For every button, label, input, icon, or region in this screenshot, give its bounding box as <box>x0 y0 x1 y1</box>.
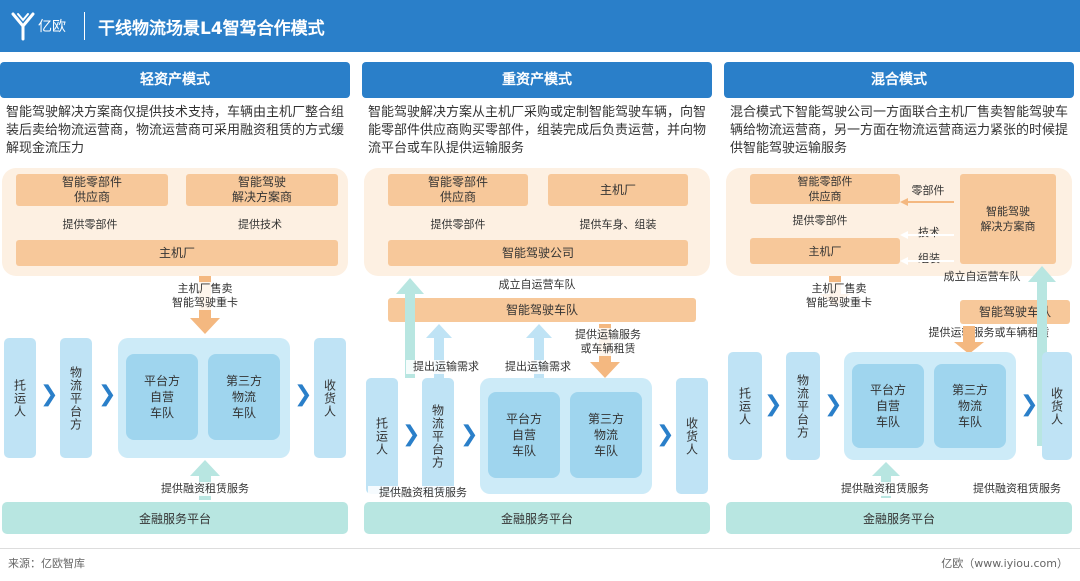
footer-divider <box>0 548 1080 549</box>
node-third-party-fleet: 第三方 物流 车队 <box>570 392 642 478</box>
header-bar: 亿欧 干线物流场景L4智驾合作模式 <box>0 0 1080 52</box>
arrow-finance-up <box>190 460 220 500</box>
label-finance-service-1: 提供融资租赁服务 <box>820 482 950 496</box>
label-self-fleet: 成立自运营车队 <box>498 278 576 291</box>
chevron-right-icon: ❯ <box>656 422 675 447</box>
chevron-right-icon: ❯ <box>764 392 783 417</box>
label-oem-sell: 主机厂售卖 智能驾驶重卡 <box>784 282 894 310</box>
label-demand-1: 提出运输需求 <box>406 360 486 374</box>
box-parts-supplier: 智能零部件 供应商 <box>750 174 900 204</box>
panel-mixed: 混合模式 混合模式下智能驾驶公司一方面联合主机厂售卖智能驾驶车辆给物流运营商，另… <box>724 62 1074 538</box>
panel-light-asset: 轻资产模式 智能驾驶解决方案商仅提供技术支持，车辆由主机厂整合组装后卖给物流运营… <box>0 62 350 538</box>
box-adas-provider: 智能驾驶 解决方案商 <box>960 174 1056 264</box>
label-transport-service: 提供运输服务 或车辆租赁 <box>558 328 658 356</box>
panel-heavy-asset: 重资产模式 智能驾驶解决方案从主机厂采购或定制智能驾驶车辆，向智能零部件供应商购… <box>362 62 712 538</box>
chevron-right-icon: ❯ <box>824 392 843 417</box>
label-finance-service-2: 提供融资租赁服务 <box>960 482 1074 496</box>
panel-description: 智能驾驶解决方案从主机厂采购或定制智能驾驶车辆，向智能零部件供应商购买零部件，组… <box>368 105 707 156</box>
node-receiver: 收货人 <box>314 338 346 458</box>
chevron-right-icon: ❯ <box>40 382 59 407</box>
label-transport-service: 提供运输服务或车辆租赁 <box>928 326 1050 339</box>
label-finance-service: 提供融资租赁服务 <box>368 486 478 500</box>
label-parts-top: 零部件 <box>911 184 945 197</box>
box-adas-fleet: 智能驾驶车队 <box>388 298 696 322</box>
chevron-right-icon: ❯ <box>1020 392 1039 417</box>
label-self-fleet: 成立自运营车队 <box>943 270 1021 283</box>
panel-description: 混合模式下智能驾驶公司一方面联合主机厂售卖智能驾驶车辆给物流运营商，另一方面在物… <box>730 105 1069 156</box>
label-finance-service: 提供融资租赁服务 <box>140 482 270 496</box>
finance-platform: 金融服务平台 <box>364 502 710 534</box>
finance-platform: 金融服务平台 <box>2 502 348 534</box>
arrow-demand-up-1 <box>426 324 452 380</box>
node-receiver: 收货人 <box>676 378 708 494</box>
chevron-right-icon: ❯ <box>460 422 479 447</box>
box-oem: 主机厂 <box>750 238 900 264</box>
chevron-right-icon: ❯ <box>402 422 421 447</box>
node-shipper: 托运人 <box>728 352 762 460</box>
arrow-transport-down <box>954 326 984 354</box>
node-third-party-fleet: 第三方 物流 车队 <box>208 354 280 440</box>
node-receiver: 收货人 <box>1042 352 1072 460</box>
panel-heading: 轻资产模式 <box>0 62 350 98</box>
box-adas-company: 智能驾驶公司 <box>388 240 688 266</box>
box-adas-provider: 智能驾驶 解决方案商 <box>186 174 338 206</box>
panel-heading: 混合模式 <box>724 62 1074 98</box>
footer-source: 来源：亿欧智库 <box>8 557 85 570</box>
arrow-demand-up-2 <box>526 324 552 378</box>
logo: 亿欧 <box>10 10 82 42</box>
box-parts-supplier: 智能零部件 供应商 <box>388 174 528 206</box>
finance-platform: 金融服务平台 <box>726 502 1072 534</box>
arrows-mixed-connect <box>900 198 954 265</box>
label-provide-parts: 提供零部件 <box>792 214 848 227</box>
logo-icon <box>11 12 35 41</box>
label-demand-2: 提出运输需求 <box>498 360 578 374</box>
node-logistics-platform: 物流平台方 <box>60 338 92 458</box>
panel-heading: 重资产模式 <box>362 62 712 98</box>
box-adas-fleet: 智能驾驶车队 <box>960 300 1070 324</box>
arrow-shipper-up <box>396 278 424 378</box>
node-platform-own-fleet: 平台方 自营 车队 <box>126 354 198 440</box>
node-logistics-platform: 物流平台方 <box>786 352 820 460</box>
node-platform-own-fleet: 平台方 自营 车队 <box>852 364 924 448</box>
chevron-right-icon: ❯ <box>98 382 117 407</box>
panel-description: 智能驾驶解决方案商仅提供技术支持，车辆由主机厂整合组装后卖给物流运营商，物流运营… <box>6 105 345 156</box>
footer-site: 亿欧（www.iyiou.com） <box>941 557 1068 570</box>
label-body-assembly: 提供车身、组装 <box>579 218 657 231</box>
node-shipper: 托运人 <box>4 338 36 458</box>
chevron-right-icon: ❯ <box>294 382 313 407</box>
arrow-finance-up <box>872 462 900 498</box>
box-oem: 主机厂 <box>16 240 338 266</box>
box-oem: 主机厂 <box>548 174 688 206</box>
node-third-party-fleet: 第三方 物流 车队 <box>934 364 1006 448</box>
label-provide-parts: 提供零部件 <box>430 218 486 231</box>
page-title: 干线物流场景L4智驾合作模式 <box>98 19 325 39</box>
label-provide-parts: 提供零部件 <box>62 218 118 231</box>
node-shipper: 托运人 <box>366 378 398 494</box>
label-provide-tech: 提供技术 <box>238 218 282 231</box>
node-logistics-platform: 物流平台方 <box>422 378 454 494</box>
label-oem-sell: 主机厂售卖 智能驾驶重卡 <box>140 282 270 310</box>
logo-text: 亿欧 <box>38 19 66 35</box>
header-divider <box>84 12 85 40</box>
node-platform-own-fleet: 平台方 自营 车队 <box>488 392 560 478</box>
box-parts-supplier: 智能零部件 供应商 <box>16 174 168 206</box>
